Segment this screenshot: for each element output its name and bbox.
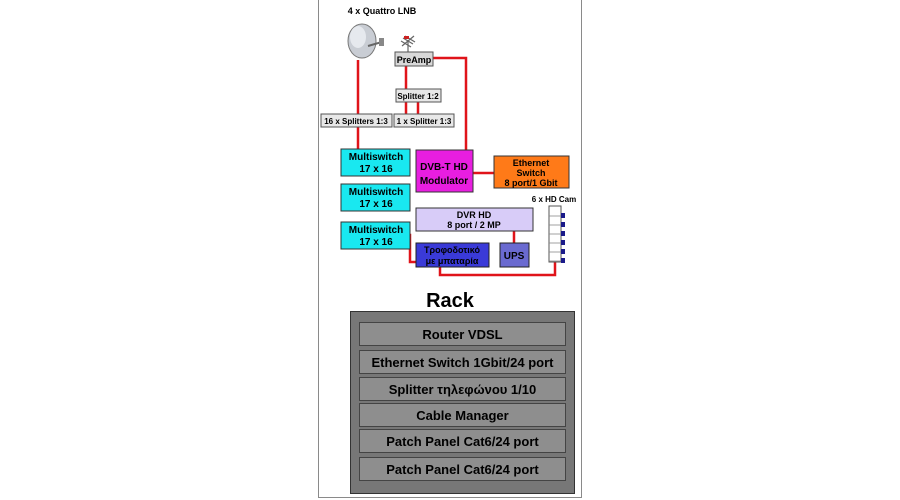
splitters-16-box: 16 x Splitters 1:3 xyxy=(320,113,393,128)
rack-row-5: Patch Panel Cat6/24 port xyxy=(359,429,566,453)
ethernet-line3: 8 port/1 Gbit xyxy=(504,178,557,188)
dvr-line2: 8 port / 2 MP xyxy=(447,220,501,230)
camera-port-3 xyxy=(561,231,565,236)
psu-box: Τροφοδοτικό με μπαταρία xyxy=(415,242,490,268)
splitter-1-2-box: Splitter 1:2 xyxy=(395,88,442,103)
camera-port-1 xyxy=(561,213,565,218)
rack-cabinet: Router VDSL Ethernet Switch 1Gbit/24 port… xyxy=(350,311,575,494)
multiswitch-1-line2: 17 x 16 xyxy=(359,164,393,175)
antenna-icon xyxy=(400,35,416,52)
satellite-dish-icon xyxy=(347,23,384,59)
multiswitch-1-line1: Multiswitch xyxy=(349,152,403,163)
multiswitch-3-line2: 17 x 16 xyxy=(359,237,393,248)
dvr-line1: DVR HD xyxy=(457,210,492,220)
modulator-line1: DVB-T HD xyxy=(420,162,468,173)
multiswitch-2: Multiswitch 17 x 16 xyxy=(340,183,411,212)
ethernet-switch-box: Ethernet Switch 8 port/1 Gbit xyxy=(493,155,570,189)
splitter-1-box: 1 x Splitter 1:3 xyxy=(393,113,455,128)
rack-row-3: Splitter τηλεφώνου 1/10 xyxy=(359,377,566,401)
camera-port-6 xyxy=(561,258,565,263)
splitter-1-2-label: Splitter 1:2 xyxy=(397,92,439,101)
rack-row-1: Router VDSL xyxy=(359,322,566,346)
preamp-box: PreAmp xyxy=(394,51,434,67)
ups-box: UPS xyxy=(499,242,530,268)
network-diagram: 4 x Quattro LNB PreAmp Splitter 1:2 16 x… xyxy=(320,6,576,277)
multiswitch-2-line2: 17 x 16 xyxy=(359,199,393,210)
wire-preamp-modulator xyxy=(432,56,468,150)
modulator-box: DVB-T HD Modulator xyxy=(415,149,474,193)
camera-port-4 xyxy=(561,240,565,245)
multiswitch-1: Multiswitch 17 x 16 xyxy=(340,148,411,177)
multiswitch-2-line1: Multiswitch xyxy=(349,187,403,198)
ups-label: UPS xyxy=(504,251,525,262)
preamp-label: PreAmp xyxy=(397,55,432,65)
rack-row-6: Patch Panel Cat6/24 port xyxy=(359,457,566,481)
camera-connector-strip xyxy=(548,205,565,263)
rack-row-4: Cable Manager xyxy=(359,403,566,427)
lnb-label: 4 x Quattro LNB xyxy=(348,6,417,16)
rack-row-2: Ethernet Switch 1Gbit/24 port xyxy=(359,350,566,374)
multiswitch-3-line1: Multiswitch xyxy=(349,225,403,236)
rack-title: Rack xyxy=(426,290,474,312)
multiswitch-3: Multiswitch 17 x 16 xyxy=(340,221,411,250)
cam-label: 6 x HD Cam xyxy=(532,195,576,204)
ethernet-line2: Switch xyxy=(516,168,545,178)
dvr-box: DVR HD 8 port / 2 MP xyxy=(415,207,534,232)
splitters-16-label: 16 x Splitters 1:3 xyxy=(324,117,388,126)
psu-line2: με μπαταρία xyxy=(426,256,479,266)
ethernet-line1: Ethernet xyxy=(513,158,550,168)
camera-port-2 xyxy=(561,222,565,227)
camera-port-5 xyxy=(561,249,565,254)
splitter-1-label: 1 x Splitter 1:3 xyxy=(397,117,452,126)
modulator-line2: Modulator xyxy=(420,176,468,187)
psu-line1: Τροφοδοτικό xyxy=(424,245,480,255)
